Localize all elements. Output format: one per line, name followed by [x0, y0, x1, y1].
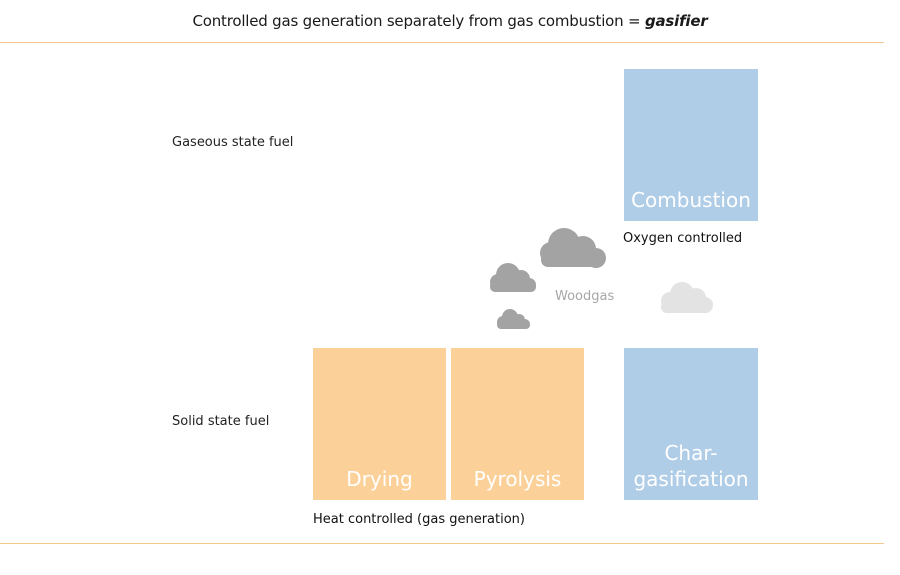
oxygen-controlled-caption: Oxygen controlled — [623, 231, 743, 246]
row-label-gaseous: Gaseous state fuel — [172, 135, 294, 150]
bottom-divider — [0, 543, 884, 544]
title-emphasis: gasifier — [644, 12, 708, 30]
combustion-label: Combustion — [631, 188, 751, 212]
top-divider — [0, 42, 884, 43]
cloud-icon — [497, 309, 530, 329]
combustion-box: Combustion — [624, 69, 758, 221]
drying-label: Drying — [346, 467, 413, 491]
drying-box: Drying — [313, 348, 446, 500]
pyrolysis-box: Pyrolysis — [451, 348, 584, 500]
woodgas-label: Woodgas — [555, 289, 615, 304]
cloud-icon — [490, 263, 536, 292]
title-text: Controlled gas generation separately fro… — [192, 12, 645, 30]
char-gasification-label: Char- gasification — [633, 441, 749, 491]
cloud-icon — [540, 228, 606, 268]
pyrolysis-label: Pyrolysis — [473, 467, 562, 491]
cloud-icon — [661, 282, 713, 313]
diagram-title: Controlled gas generation separately fro… — [0, 12, 900, 30]
heat-controlled-caption: Heat controlled (gas generation) — [313, 512, 525, 527]
char-gasification-box: Char- gasification — [624, 348, 758, 500]
row-label-solid: Solid state fuel — [172, 414, 270, 429]
